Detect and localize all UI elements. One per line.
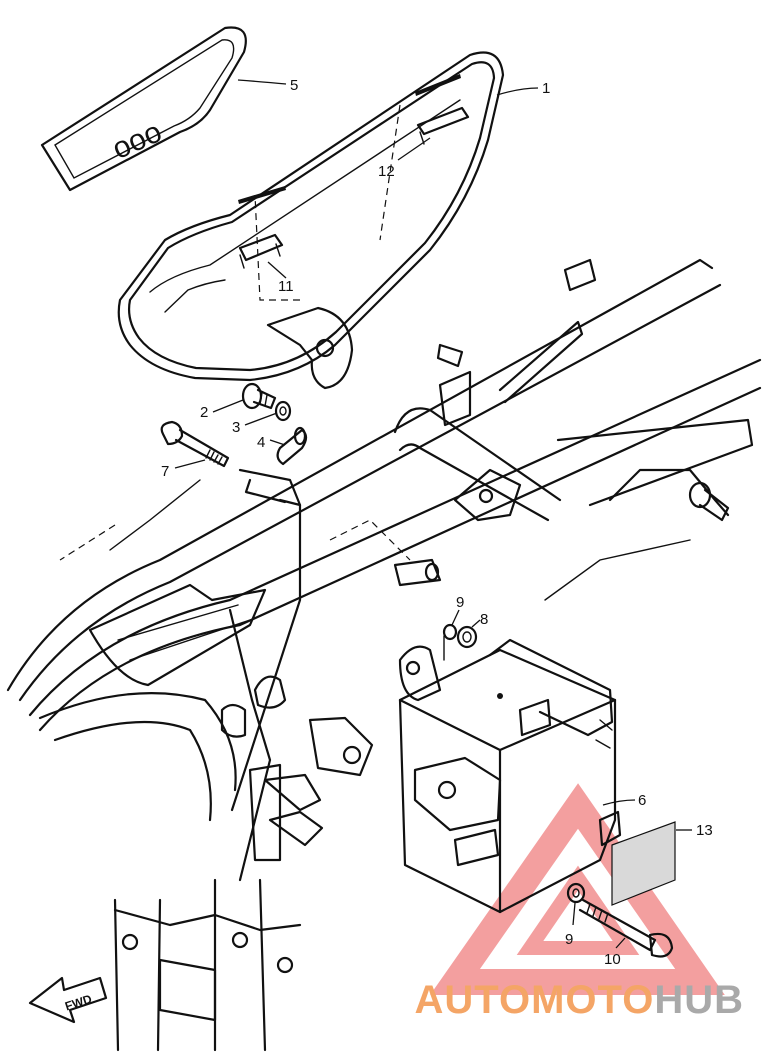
callout-11-number: 11	[278, 278, 294, 295]
grommet-lower	[238, 233, 284, 262]
callout-9-bottom-number: 9	[565, 931, 573, 948]
callout-12-number: 12	[378, 163, 395, 180]
callout-9-top: 9	[451, 594, 464, 626]
callout-10: 10	[604, 937, 626, 968]
callout-9-bottom: 9	[565, 902, 576, 948]
washer-9-top	[442, 623, 458, 661]
callout-4-number: 4	[257, 434, 265, 451]
callout-7: 7	[161, 459, 206, 480]
callout-5-number: 5	[290, 77, 298, 94]
callout-8-number: 8	[480, 611, 488, 628]
callout-8: 8	[471, 611, 488, 628]
nut-8	[456, 625, 478, 649]
callout-9-top-number: 9	[456, 594, 464, 611]
callout-2-number: 2	[200, 404, 208, 421]
callout-5: 5	[237, 77, 298, 94]
callout-6: 6	[602, 792, 646, 809]
side-cover-emblem: ooo	[40, 26, 247, 192]
fwd-arrow: FWD	[28, 976, 108, 1024]
callout-1-number: 1	[542, 80, 550, 97]
side-cover	[117, 51, 505, 390]
battery-box	[398, 638, 622, 914]
caution-label	[611, 821, 676, 906]
frame	[6, 258, 762, 1052]
callout-10-number: 10	[604, 951, 621, 968]
watermark-part-2: HUB	[654, 978, 744, 1022]
callout-3-number: 3	[232, 419, 240, 436]
bolt-7	[160, 420, 230, 468]
washer-3	[274, 400, 292, 422]
watermark-logo: AUTOMOTOHUB	[414, 978, 744, 1023]
collar-4	[276, 426, 308, 466]
callout-7-number: 7	[161, 463, 169, 480]
emblem-logo: ooo	[108, 115, 167, 166]
callout-3: 3	[232, 412, 278, 436]
callout-13-number: 13	[696, 822, 713, 839]
grommet-upper	[416, 106, 470, 136]
callout-12: 12	[378, 137, 431, 180]
callout-11: 11	[267, 261, 294, 295]
bolt-2	[241, 382, 277, 410]
callout-6-number: 6	[638, 792, 646, 809]
watermark-part-1: AUTOMOTO	[414, 978, 655, 1022]
callout-4: 4	[257, 434, 286, 451]
callout-2: 2	[200, 399, 244, 421]
bolt-10	[578, 898, 674, 958]
fwd-label: FWD	[63, 992, 94, 1014]
callout-13: 13	[676, 822, 713, 839]
washer-9-bottom	[566, 882, 586, 904]
callout-1: 1	[496, 80, 550, 97]
